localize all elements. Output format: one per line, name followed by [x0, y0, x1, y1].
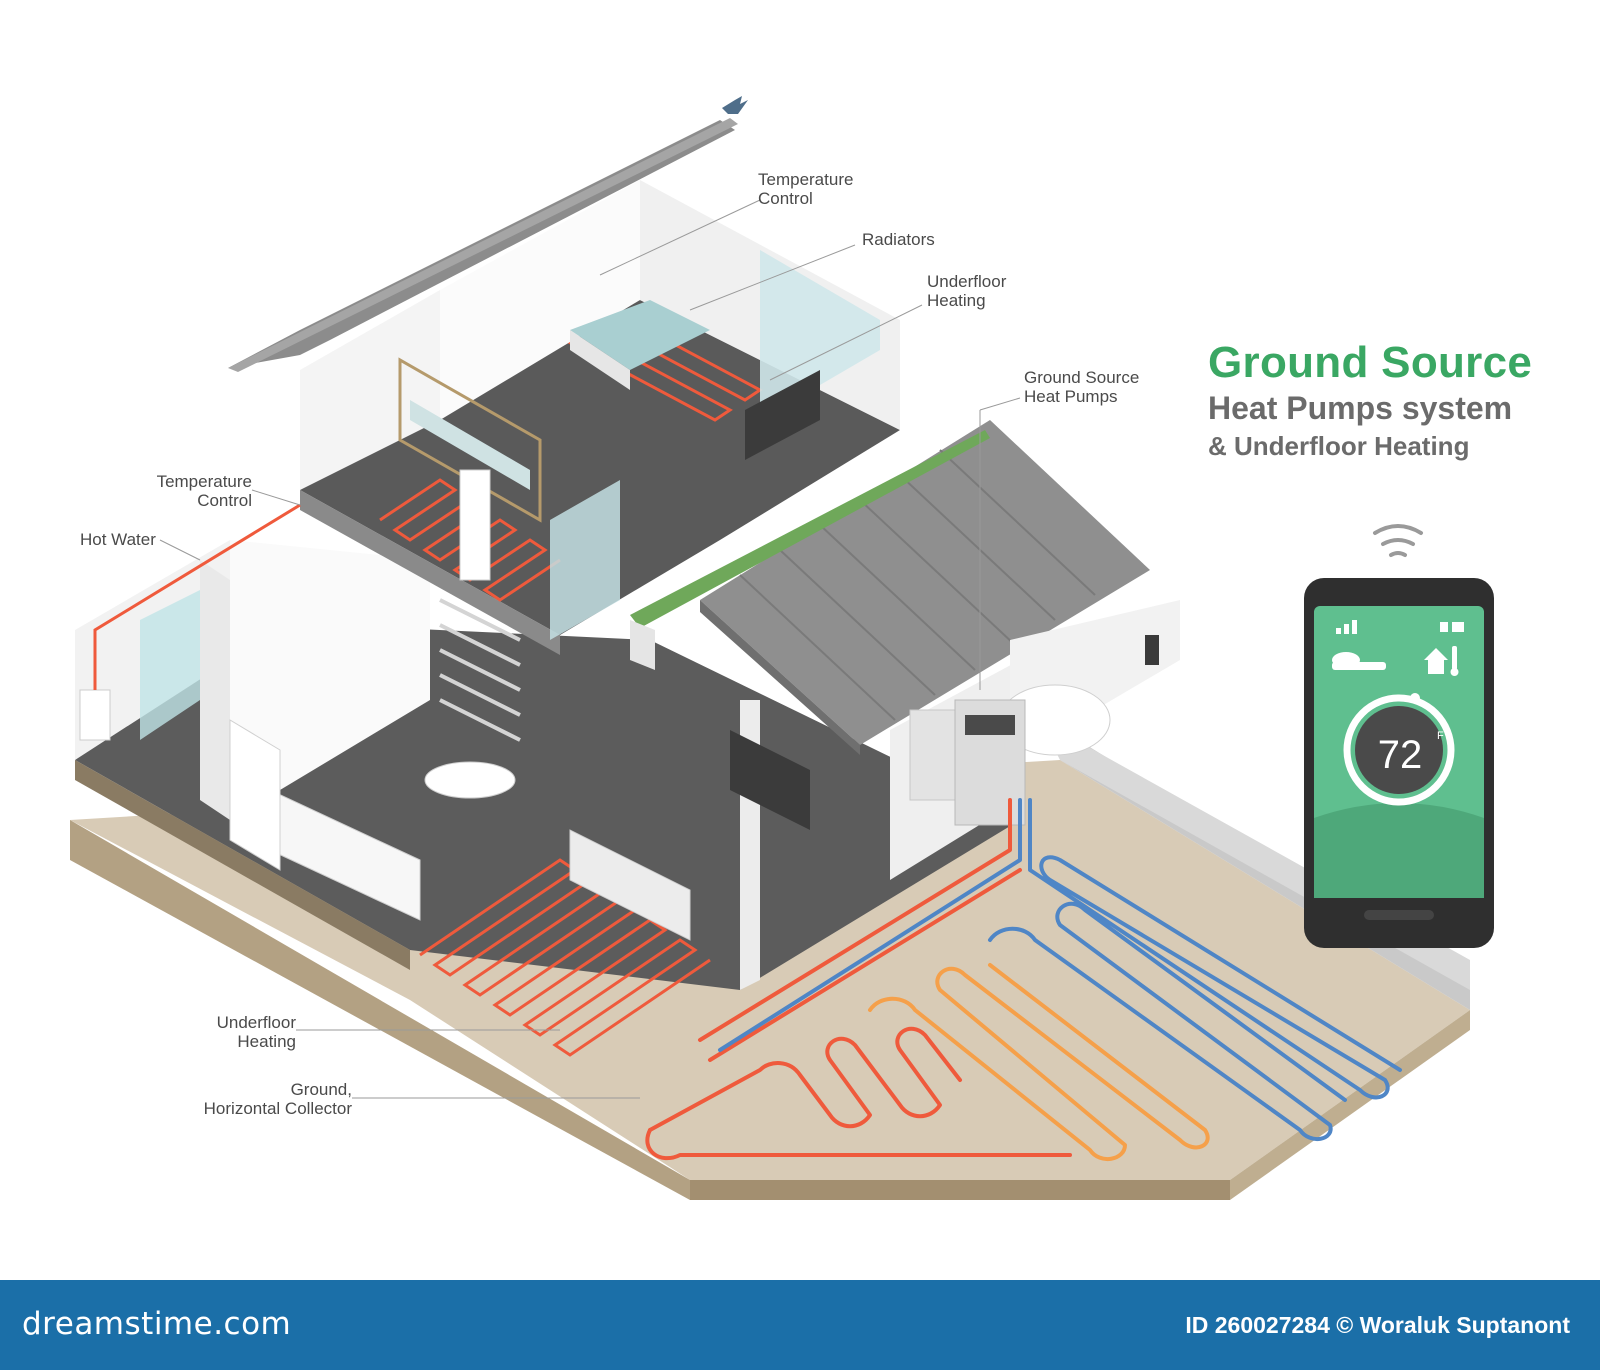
callout-line: Ground, [290, 1080, 352, 1099]
callout-line: Heat Pumps [1024, 387, 1118, 406]
battery-icon [1440, 622, 1464, 632]
footer-credit: ID 260027284 © Woraluk Suptanont [1185, 1312, 1570, 1338]
callout-ground-horizontal-collector: Ground, Horizontal Collector [176, 1080, 352, 1118]
callout-line: Control [758, 189, 813, 208]
callout-line: Temperature [156, 472, 252, 491]
ground-collector-pipes [645, 798, 1402, 1161]
smartphone-thermostat [1304, 578, 1494, 948]
wifi-icon [1373, 524, 1423, 557]
callout-temperature-control-left: Temperature Control [130, 472, 252, 510]
callout-line: Heating [927, 291, 986, 310]
main-roof [228, 118, 738, 372]
callout-ground-source-heat-pumps: Ground Source Heat Pumps [1024, 368, 1139, 406]
callout-line: Heating [237, 1032, 296, 1051]
callout-line: Hot Water [80, 530, 156, 549]
underfloor-heating-ground-coils [419, 858, 711, 1057]
callout-line: Horizontal Collector [203, 1099, 352, 1118]
title-sub: Heat Pumps system [1208, 390, 1513, 426]
signal-bars-icon [1336, 620, 1357, 634]
first-floor-walls [300, 180, 900, 742]
title-sub2: & Underfloor Heating [1208, 431, 1470, 461]
callout-line: Temperature [758, 170, 854, 189]
callout-line: Radiators [862, 230, 935, 249]
callout-line: Underfloor [927, 272, 1007, 291]
callout-underfloor-heating-bottom: Underfloor Heating [176, 1013, 296, 1051]
thermostat-value: 72 [1377, 733, 1423, 777]
garage-roof [630, 420, 1150, 755]
title-main: Ground Source [1208, 338, 1533, 387]
garage [909, 600, 1180, 826]
footer-site-logo[interactable]: dreamstime.com [22, 1306, 292, 1342]
house-cutaway-illustration [70, 96, 1470, 1200]
cloud-icon [1332, 652, 1386, 670]
bird-icon [722, 96, 748, 114]
house-thermometer-icon [1424, 646, 1459, 676]
title-block: Ground Source Heat Pumps system & Underf… [1208, 338, 1568, 464]
callout-temperature-control-top: Temperature Control [758, 170, 853, 208]
callout-radiators: Radiators [862, 230, 935, 249]
callout-line: Control [197, 491, 252, 510]
hot-water-pipe [93, 503, 301, 690]
callout-leader-lines [159, 199, 1021, 1099]
thermostat-unit: F [1437, 730, 1444, 742]
footer-bar: dreamstime.com ID 260027284 © Woraluk Su… [0, 1280, 1600, 1370]
callout-hot-water: Hot Water [80, 530, 156, 549]
callout-line: Ground Source [1024, 368, 1140, 387]
callout-underfloor-heating-top: Underfloor Heating [927, 272, 1006, 310]
callout-line: Underfloor [216, 1013, 296, 1032]
